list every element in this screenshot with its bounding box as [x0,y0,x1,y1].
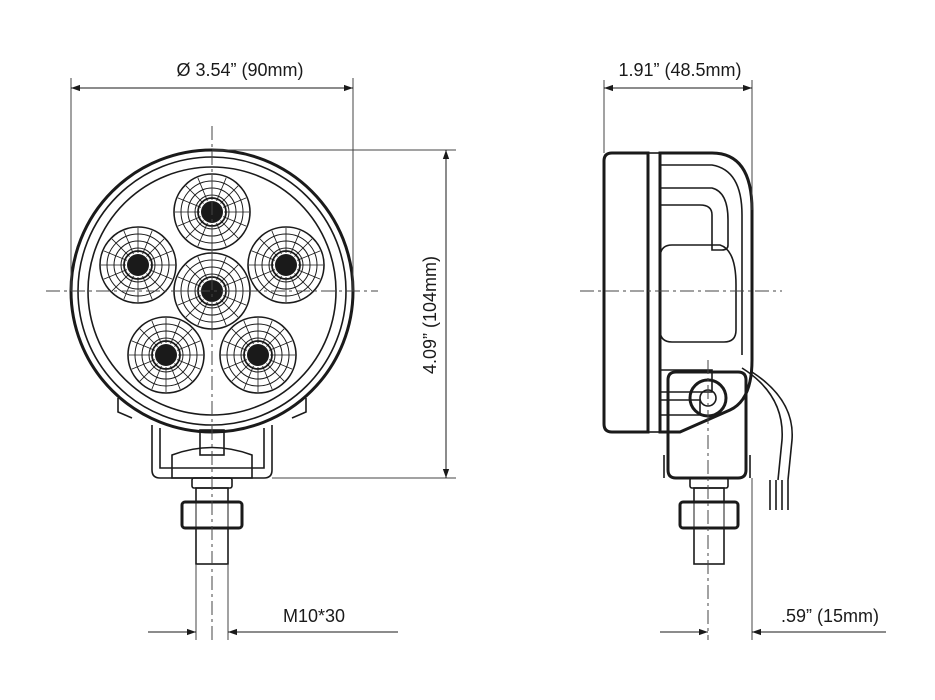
side-nut [678,500,740,530]
stud-offset-label: .59” (15mm) [781,606,879,626]
led-reflector [173,252,251,330]
front-view [46,126,378,640]
led-reflectors [99,173,325,394]
led-reflector [219,316,297,394]
side-cable-wires [769,480,789,510]
side-thread [693,527,725,565]
thread-label: M10*30 [283,606,345,626]
side-lock-washer [693,487,725,503]
front-dimensions: Ø 3.54” (90mm) 4.09” (104mm) M10*30 [70,60,456,640]
led-reflector [99,226,177,304]
side-view [580,151,793,640]
led-reflector [247,226,325,304]
side-dimensions: 1.91” (48.5mm) .59” (15mm) [603,60,886,640]
diameter-label: Ø 3.54” (90mm) [176,60,303,80]
height-label: 4.09” (104mm) [420,256,440,374]
side-fin-upper [660,187,729,251]
front-bracket-inner [159,428,265,469]
side-cable [741,367,783,481]
side-pivot-bracket [666,370,748,480]
side-heatsink [658,151,754,434]
side-fin-window [659,244,737,343]
front-bottom-tabs [117,398,307,419]
depth-label: 1.91” (48.5mm) [618,60,741,80]
side-bezel [602,151,650,434]
led-reflector [127,316,205,394]
